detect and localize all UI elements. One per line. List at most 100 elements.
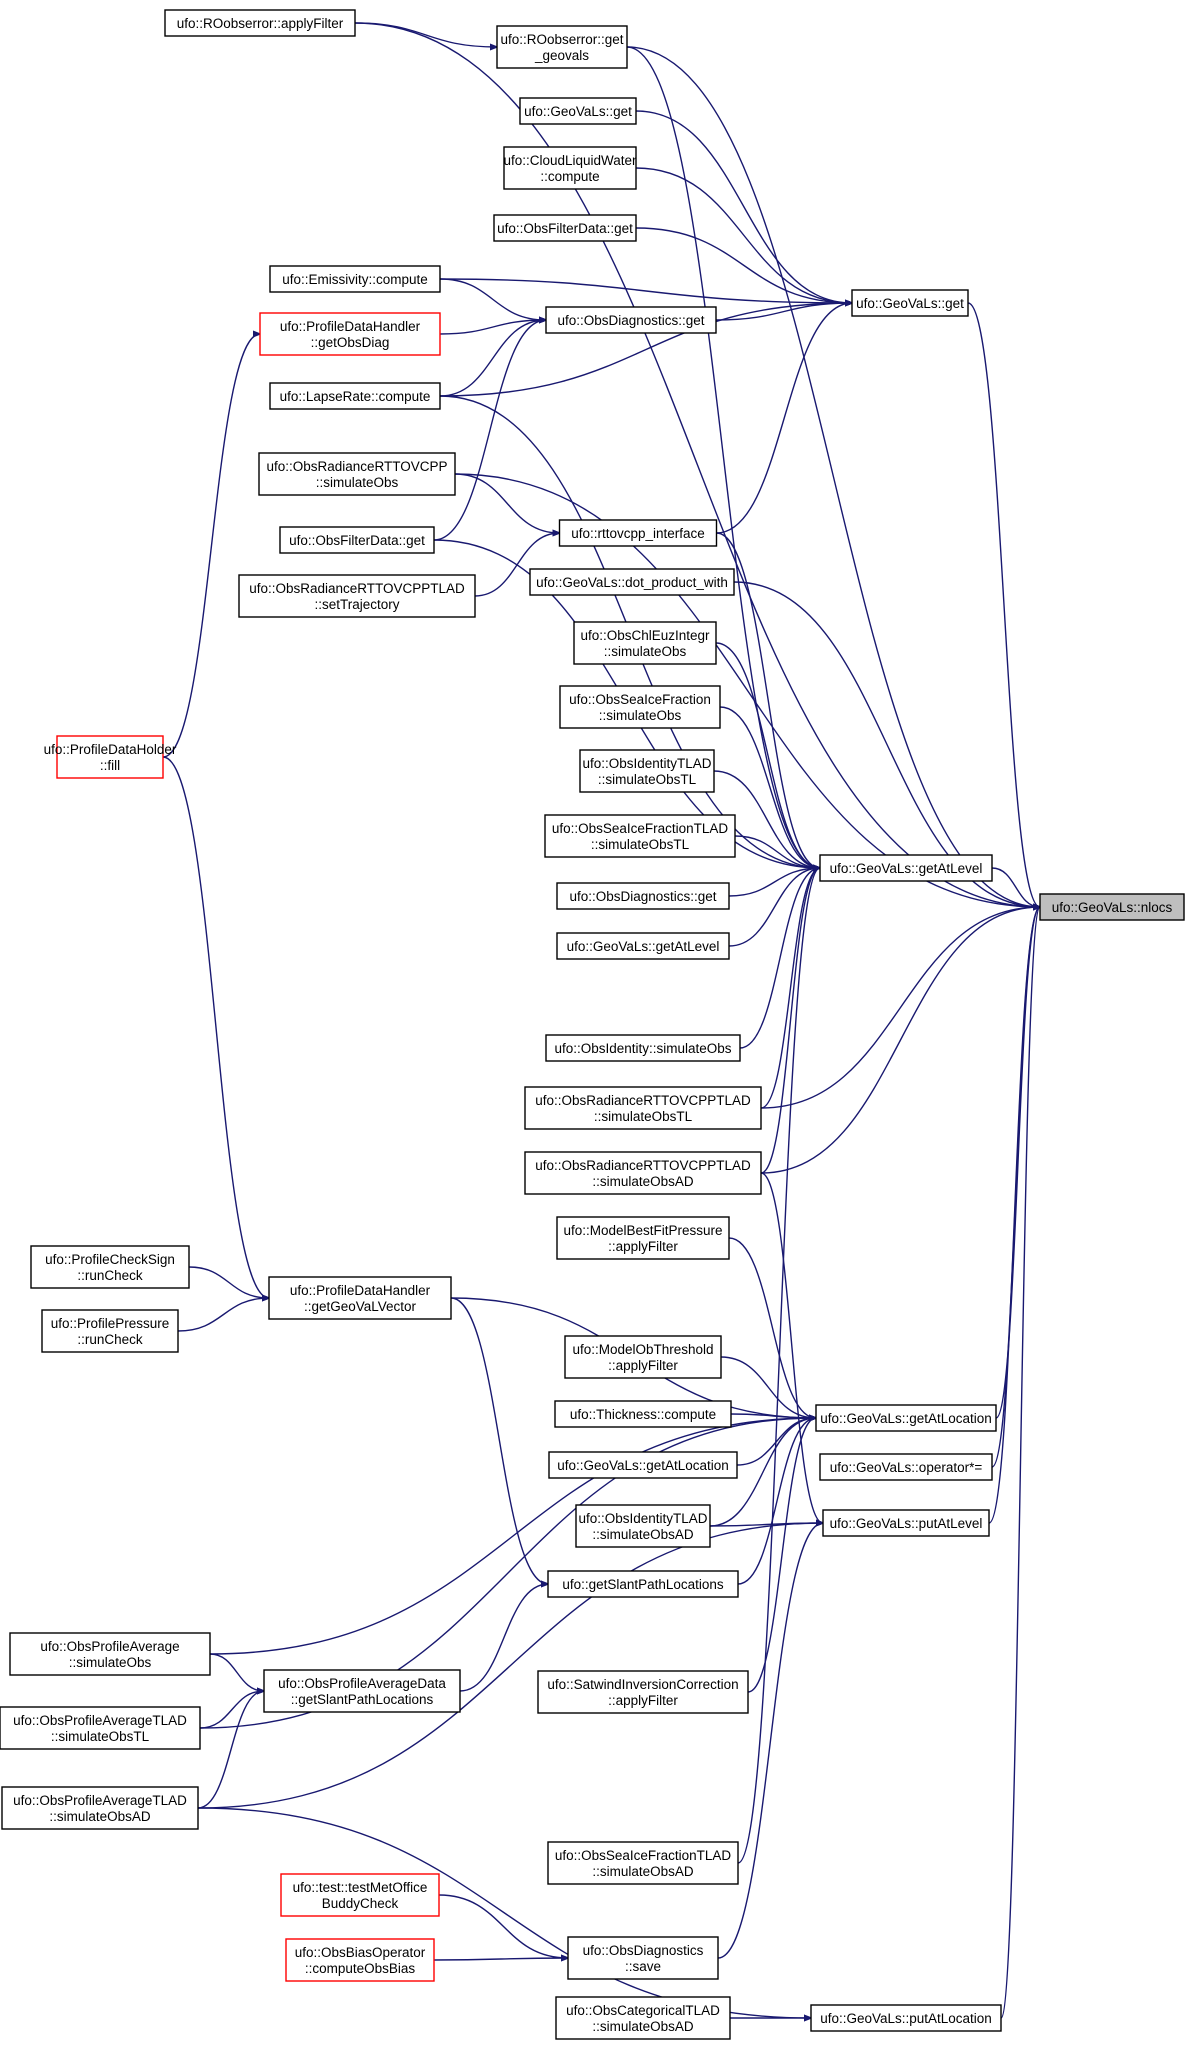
node-ufo-getslantpathlocations[interactable]: ufo::getSlantPathLocations (547, 1570, 739, 1598)
node-box (573, 621, 717, 665)
node-ufo-obsprofileaveragetlad-simulateobstl[interactable]: ufo::ObsProfileAverageTLAD::simulateObsT… (0, 1706, 201, 1750)
edge-gv-get-main-to-nlocs (967, 302, 1040, 907)
node-ufo-geovals-operator[interactable]: ufo::GeoVaLs::operator*= (819, 1453, 993, 1481)
node-label: ::getGeoVaLVector (304, 1299, 417, 1314)
node-ufo-profiledataholder-fill[interactable]: ufo::ProfileDataHolder::fill (44, 735, 177, 779)
node-label: ufo::Thickness::compute (570, 1407, 716, 1422)
node-box (164, 9, 356, 37)
edge-pdholder-fill-to-pdh-getgeoval (162, 756, 269, 1298)
node-ufo-obsdiagnostics-get[interactable]: ufo::ObsDiagnostics::get (556, 882, 730, 910)
edge-roob-apply-to-roob-get (354, 22, 497, 47)
edge-clw-compute-to-gv-get-main (635, 167, 852, 303)
node-label: ufo::GeoVaLs::dot_product_with (536, 575, 728, 590)
node-box (1039, 893, 1185, 921)
edge-pdh-getgeoval-to-slant-get (450, 1297, 548, 1584)
node-box (545, 1034, 741, 1062)
node-ufo-geovals-get[interactable]: ufo::GeoVaLs::get (851, 289, 969, 317)
node-label: ::simulateObs (316, 475, 399, 490)
node-ufo-emissivity-compute[interactable]: ufo::Emissivity::compute (269, 265, 441, 293)
node-label: ufo::ROobserror::get (500, 32, 623, 47)
node-ufo-modelobthreshold-applyfilter[interactable]: ufo::ModelObThreshold::applyFilter (564, 1335, 722, 1379)
edge-roob-apply-to-nlocs (354, 22, 1040, 907)
node-box (259, 312, 441, 356)
node-ufo-geovals-get[interactable]: ufo::GeoVaLs::get (519, 97, 637, 125)
node-ufo-cloudliquidwater-compute[interactable]: ufo::CloudLiquidWater::compute (503, 146, 637, 190)
node-box (524, 1086, 762, 1130)
node-ufo-obsseaicefractiontlad-simulateobstl[interactable]: ufo::ObsSeaIceFractionTLAD::simulateObsT… (544, 814, 736, 858)
node-ufo-modelbestfitpressure-applyfilter[interactable]: ufo::ModelBestFitPressure::applyFilter (556, 1216, 730, 1260)
node-ufo-profiledatahandler-getgeovalvector[interactable]: ufo::ProfileDataHandler::getGeoVaLVector (268, 1276, 452, 1320)
node-ufo-roobserror-applyfilter[interactable]: ufo::ROobserror::applyFilter (164, 9, 356, 37)
node-label: ufo::ModelObThreshold (572, 1342, 713, 1357)
node-label: ufo::ObsCategoricalTLAD (566, 2003, 720, 2018)
node-ufo-profilepressure-runcheck[interactable]: ufo::ProfilePressure::runCheck (41, 1309, 179, 1353)
edge-rttov-simobs-to-rttov-interface (454, 473, 560, 533)
node-ufo-geovals-getatlevel[interactable]: ufo::GeoVaLs::getAtLevel (556, 932, 730, 960)
edge-od-get-b-to-gv-getatlevel-main (728, 868, 820, 897)
node-ufo-obsdiagnostics-get[interactable]: ufo::ObsDiagnostics::get (545, 306, 717, 334)
node-ufo-profilechecksign-runcheck[interactable]: ufo::ProfileCheckSign::runCheck (30, 1245, 190, 1289)
node-ufo-geovals-getatlocation[interactable]: ufo::GeoVaLs::getAtLocation (548, 1451, 738, 1479)
node-label: ufo::GeoVaLs::putAtLocation (820, 2011, 992, 2026)
node-ufo-geovals-getatlevel[interactable]: ufo::GeoVaLs::getAtLevel (819, 854, 993, 882)
node-ufo-thickness-compute[interactable]: ufo::Thickness::compute (554, 1400, 732, 1428)
node-label: ufo::ModelBestFitPressure (563, 1223, 722, 1238)
node-box (575, 1504, 711, 1548)
node-ufo-obsidentitytlad-simulateobstl[interactable]: ufo::ObsIdentityTLAD::simulateObsTL (579, 749, 715, 793)
node-ufo-geovals-putatlocation[interactable]: ufo::GeoVaLs::putAtLocation (810, 2004, 1002, 2032)
edge-ofd-get-b-to-od-get-main (433, 320, 546, 541)
edge-rttov-interface-to-gv-getatlevel-main (716, 532, 821, 868)
node-ufo-geovals-dot-product-with[interactable]: ufo::GeoVaLs::dot_product_with (529, 568, 735, 596)
node-label: ufo::GeoVaLs::get (856, 296, 964, 311)
node-ufo-obsradiancerttovcpp-simulateobs[interactable]: ufo::ObsRadianceRTTOVCPP::simulateObs (258, 452, 456, 496)
node-label: ufo::ProfileCheckSign (45, 1252, 175, 1267)
node-box (558, 519, 718, 547)
node-label: ufo::ObsProfileAverage (40, 1639, 179, 1654)
node-ufo-geovals-nlocs[interactable]: ufo::GeoVaLs::nlocs (1039, 893, 1185, 921)
node-ufo-obsradiancerttovcpptlad-settrajectory[interactable]: ufo::ObsRadianceRTTOVCPPTLAD::setTraject… (238, 574, 476, 618)
node-box (263, 1669, 461, 1713)
node-box (564, 1335, 722, 1379)
node-label: ::simulateObsTL (598, 772, 697, 787)
node-ufo-obsradiancerttovcpptlad-simulateobstl[interactable]: ufo::ObsRadianceRTTOVCPPTLAD::simulateOb… (524, 1086, 762, 1130)
edge-rttov-interface-to-gv-get-main (716, 303, 853, 534)
node-ufo-geovals-putatlevel[interactable]: ufo::GeoVaLs::putAtLevel (822, 1509, 990, 1537)
node-label: ufo::ProfileDataHandler (290, 1283, 431, 1298)
node-label: ufo::GeoVaLs::getAtLevel (830, 861, 983, 876)
node-label: ufo::Emissivity::compute (282, 272, 428, 287)
node-label: ufo::ObsDiagnostics::get (557, 313, 704, 328)
node-ufo-obscategoricaltlad-simulateobsad[interactable]: ufo::ObsCategoricalTLAD::simulateObsAD (555, 1996, 731, 2040)
node-box (544, 814, 736, 858)
node-ufo-rttovcpp-interface[interactable]: ufo::rttovcpp_interface (558, 519, 718, 547)
node-label: ufo::ObsProfileAverageTLAD (13, 1713, 187, 1728)
node-ufo-obsprofileaveragedata-getslantpathlocations[interactable]: ufo::ObsProfileAverageData::getSlantPath… (263, 1669, 461, 1713)
node-label: ::simulateObsAD (49, 1809, 151, 1824)
node-box (559, 685, 721, 729)
node-ufo-geovals-getatlocation[interactable]: ufo::GeoVaLs::getAtLocation (815, 1404, 997, 1432)
node-ufo-obsprofileaverage-simulateobs[interactable]: ufo::ObsProfileAverage::simulateObs (9, 1632, 211, 1676)
node-ufo-profiledatahandler-getobsdiag[interactable]: ufo::ProfileDataHandler::getObsDiag (259, 312, 441, 356)
edge-gv-putatlevel-to-nlocs (988, 907, 1040, 1524)
node-ufo-obsfilterdata-get[interactable]: ufo::ObsFilterData::get (493, 214, 637, 242)
node-ufo-obsdiagnostics-save[interactable]: ufo::ObsDiagnostics::save (567, 1936, 719, 1980)
node-ufo-obsradiancerttovcpptlad-simulateobsad[interactable]: ufo::ObsRadianceRTTOVCPPTLAD::simulateOb… (524, 1151, 762, 1195)
edge-gv-getatlevel-b-to-gv-getatlevel-main (728, 868, 820, 947)
node-ufo-obsseaicefraction-simulateobs[interactable]: ufo::ObsSeaIceFraction::simulateObs (559, 685, 721, 729)
node-ufo-obsbiasoperator-computeobsbias[interactable]: ufo::ObsBiasOperator::computeObsBias (285, 1938, 435, 1982)
node-label: ::simulateObsAD (592, 1174, 694, 1189)
node-ufo-obsfilterdata-get[interactable]: ufo::ObsFilterData::get (279, 526, 435, 554)
node-ufo-obsidentity-simulateobs[interactable]: ufo::ObsIdentity::simulateObs (545, 1034, 741, 1062)
node-ufo-obschleuzintegr-simulateobs[interactable]: ufo::ObsChlEuzIntegr::simulateObs (573, 621, 717, 665)
node-ufo-obsprofileaveragetlad-simulateobsad[interactable]: ufo::ObsProfileAverageTLAD::simulateObsA… (1, 1786, 199, 1830)
node-ufo-obsidentitytlad-simulateobsad[interactable]: ufo::ObsIdentityTLAD::simulateObsAD (575, 1504, 711, 1548)
node-label: ::simulateObs (69, 1655, 152, 1670)
node-box (547, 1841, 739, 1885)
edge-od-save-to-gv-putatlevel (717, 1523, 823, 1959)
node-ufo-lapserate-compute[interactable]: ufo::LapseRate::compute (269, 382, 441, 410)
node-ufo-satwindinversioncorrection-applyfilter[interactable]: ufo::SatwindInversionCorrection::applyFi… (537, 1670, 749, 1714)
node-ufo-roobserror-get-geovals[interactable]: ufo::ROobserror::get_geovals (496, 25, 628, 69)
node-ufo-obsseaicefractiontlad-simulateobsad[interactable]: ufo::ObsSeaIceFractionTLAD::simulateObsA… (547, 1841, 739, 1885)
edge-idtlad-simad-to-gv-getatloc-main (709, 1418, 816, 1527)
node-box (503, 146, 637, 190)
